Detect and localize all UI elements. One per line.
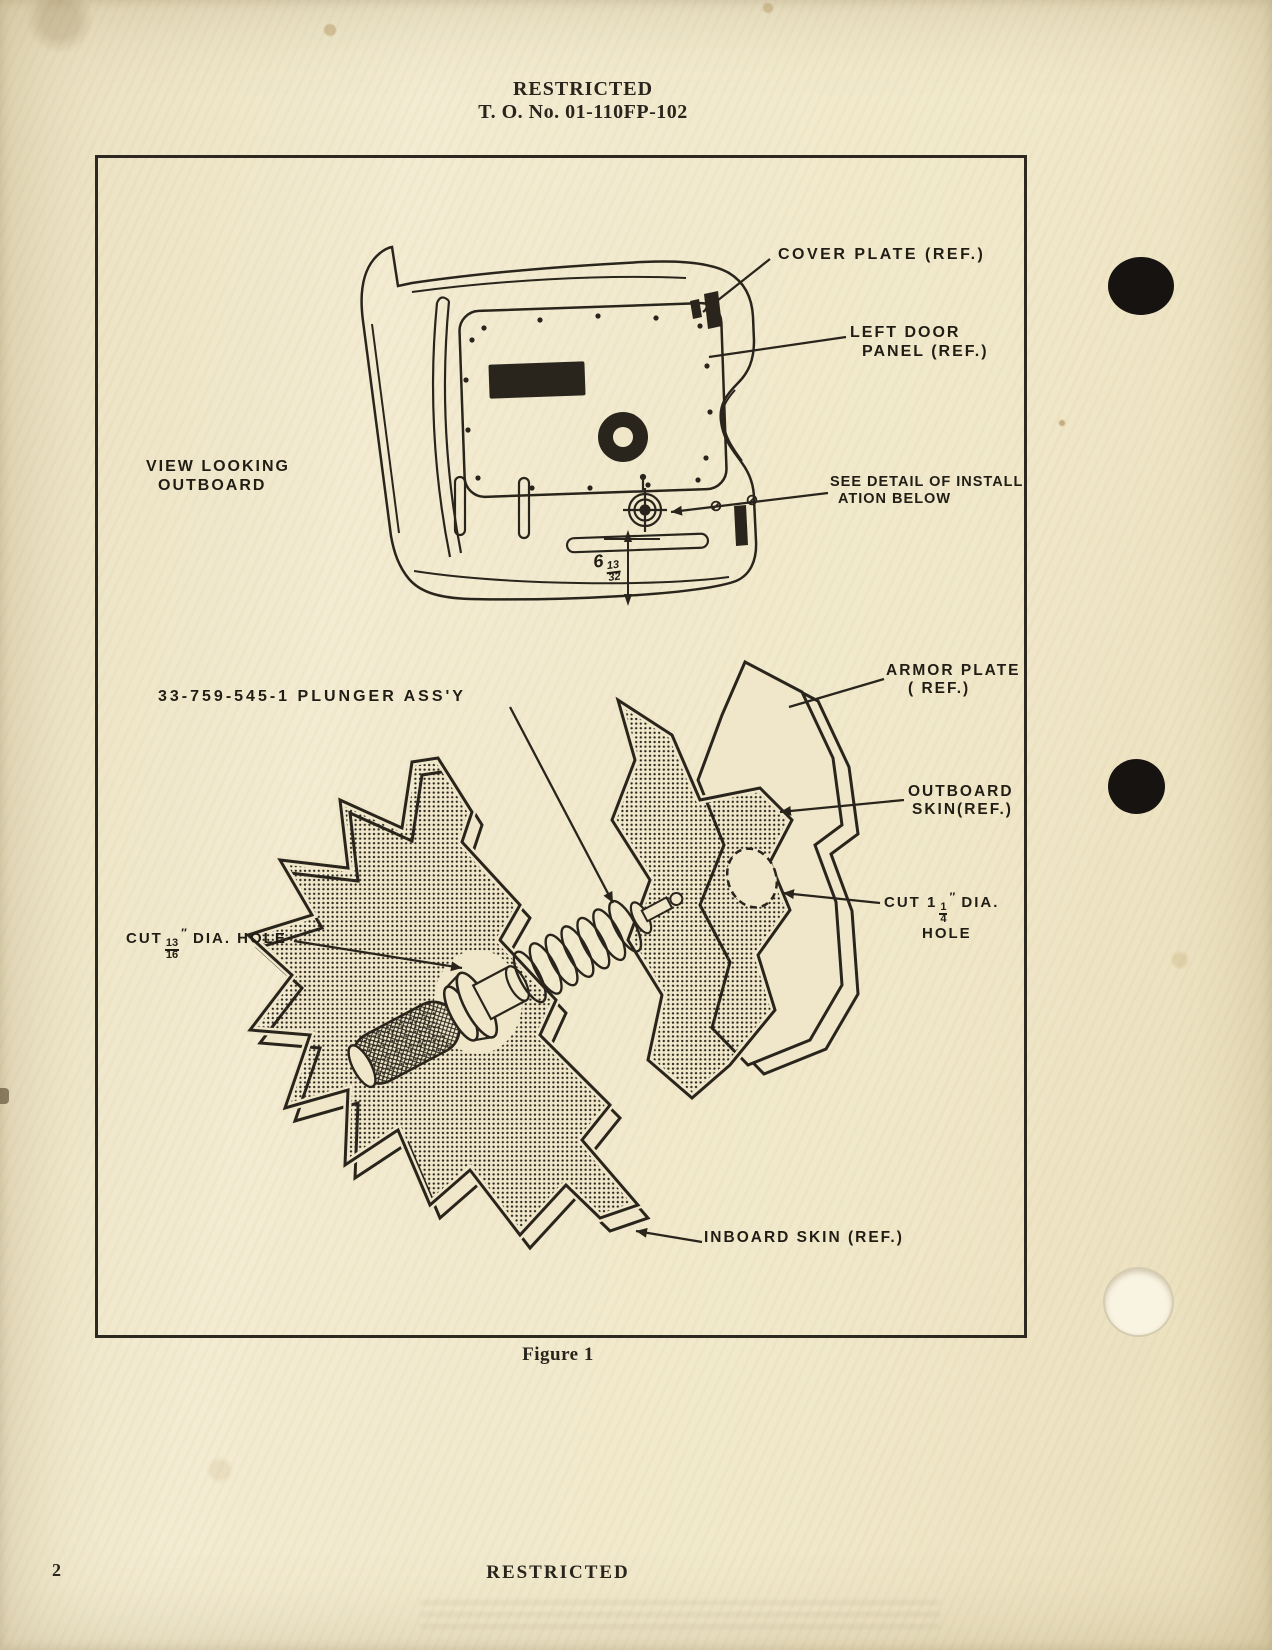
outboard-skin-shape (607, 690, 797, 1104)
leader-cut-left-hole (293, 939, 463, 972)
leader-left-door-panel (708, 335, 847, 359)
header-classification: RESTRICTED (512, 78, 654, 100)
left-door-panel-label: LEFT DOOR PANEL (REF.) (850, 324, 989, 360)
door-inner-top-line (411, 275, 687, 293)
installation-detail-drawing (240, 659, 860, 1251)
punch-hole-middle (1108, 759, 1165, 814)
door-panel-drawing (360, 245, 758, 606)
leader-plunger-assembly (508, 706, 615, 904)
leader-outboard-skin (779, 798, 905, 816)
mounting-ring-inner (613, 427, 633, 447)
punch-hole-top (1108, 257, 1174, 315)
leader-lines (293, 258, 905, 1244)
handle-end-cap (347, 1044, 377, 1089)
punch-hole-bottom-white (1103, 1267, 1174, 1337)
cut-hole-dashed-circle (725, 847, 779, 909)
scan-edge-mark (0, 1088, 9, 1104)
door-inner-left-line (371, 323, 400, 534)
view-looking-outboard-label: VIEW LOOKING OUTBOARD (146, 458, 290, 494)
horizontal-slot (565, 532, 710, 554)
page-number: 2 (52, 1560, 62, 1580)
armor-plate-label: ARMOR PLATE ( REF.) (886, 662, 1021, 698)
outboard-skin-label: OUTBOARD SKIN(REF.) (908, 783, 1014, 819)
cover-plate-label: COVER PLATE (REF.) (778, 246, 986, 263)
figure-border-box (95, 155, 1027, 1338)
header-technical-order-number: T. O. No. 01-110FP-102 (478, 101, 688, 123)
plunger-assembly (347, 891, 684, 1089)
plunger-detail-target (623, 473, 667, 532)
door-inner-bottom-line (413, 570, 730, 585)
see-detail-label: SEE DETAIL OF INSTALL ATION BELOW (830, 474, 1024, 508)
data-plate-black-rect (488, 361, 586, 399)
leader-inboard-skin (635, 1227, 703, 1244)
leader-armor-plate (788, 677, 885, 709)
leader-cut-right-hole (782, 889, 881, 905)
plunger-tip (669, 891, 684, 906)
plunger-stem (640, 896, 674, 923)
cover-plate-shape (458, 301, 728, 499)
figure-caption: Figure 1 (522, 1344, 594, 1365)
inboard-skin-label: INBOARD SKIN (REF.) (704, 1229, 904, 1246)
plunger-assembly-label: 33-759-545-1 PLUNGER ASS'Y (158, 688, 466, 705)
rivet-dots (463, 313, 713, 491)
print-through-ghost-text (420, 1598, 940, 1632)
door-outline (360, 245, 758, 601)
footer-classification: RESTRICTED (486, 1562, 630, 1583)
dimension-arrow (604, 530, 660, 606)
door-inner-right-scallop (721, 389, 743, 462)
vent-slot-right (517, 476, 531, 540)
door-stiffener-hairpin (431, 296, 463, 558)
leader-see-detail (670, 491, 829, 516)
vent-slot-left (453, 475, 467, 537)
leader-cover-plate (702, 258, 771, 313)
